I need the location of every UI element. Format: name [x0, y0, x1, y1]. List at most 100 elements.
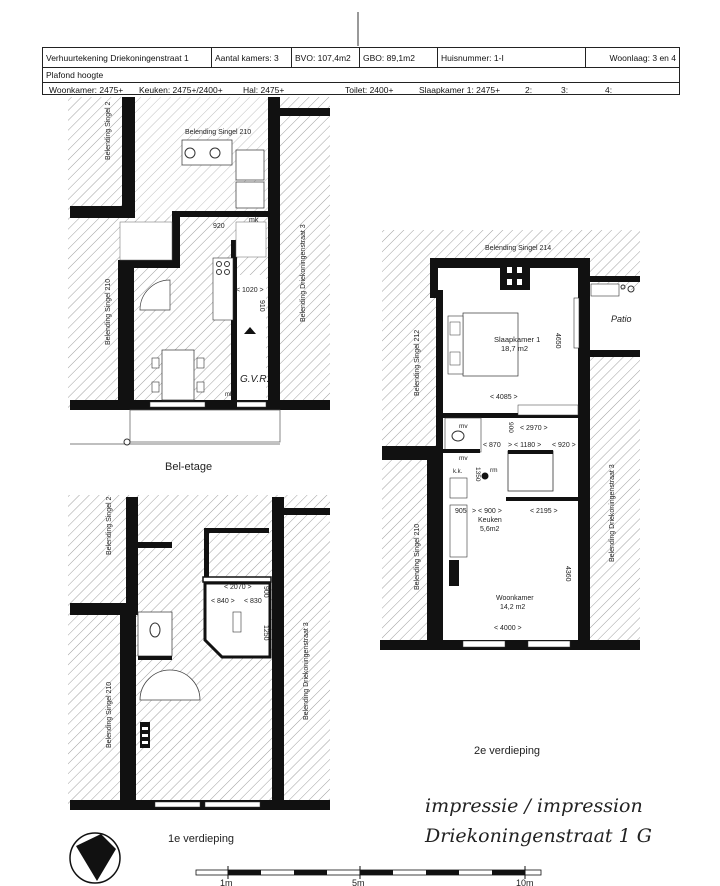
handwritten-note-line-1: impressie / impression	[425, 795, 643, 817]
entrance-arrow-icon	[244, 327, 256, 334]
bed	[462, 312, 519, 377]
bel-etage-plan: Belending Singel 210 Belending Singel 2 …	[68, 97, 330, 473]
dim-830: < 830	[244, 598, 262, 605]
ceiling-label-row: Plafond hoogte	[43, 68, 679, 82]
wall	[172, 211, 272, 217]
house-number: Huisnummer: 1-I	[437, 48, 585, 67]
north-arrow-icon	[69, 832, 121, 884]
dim-4000: < 4000 >	[494, 625, 522, 632]
kitchen-counter	[212, 257, 234, 321]
kk-label: k.k.	[453, 469, 463, 475]
neighbor-left-label: Belending Singel 210	[105, 279, 112, 345]
mv-label: mv	[459, 423, 468, 430]
ceiling-hal: Hal: 2475+	[243, 84, 285, 95]
ceiling-toilet: Toilet: 2400+	[345, 84, 394, 95]
smoke-detector-icon	[481, 472, 489, 480]
rm-label: rm	[490, 467, 498, 474]
info-table: Verhuurtekening Driekoningenstraat 1 Aan…	[42, 47, 680, 95]
neighbor-top-label: Belending Singel 210	[185, 129, 251, 136]
dim-920: < 920 >	[552, 442, 576, 449]
dim-2970: < 2970 >	[520, 425, 548, 432]
ceiling-k3: 3:	[561, 84, 569, 95]
kitchen-name: Keuken	[478, 517, 502, 524]
spiral-stair	[139, 669, 201, 701]
dim-905: 905	[455, 508, 467, 515]
living-area: 14,2 m2	[500, 604, 525, 611]
room-count: Aantal kamers: 3	[211, 48, 291, 67]
dim-870: < 870	[483, 442, 501, 449]
wall	[126, 497, 138, 607]
scale-bar: 1m 5m 10m	[195, 866, 542, 886]
ceiling-k4: 4:	[605, 84, 613, 95]
first-floor-plan: Belending Singel 2 Belending Singel 210 …	[68, 495, 330, 845]
first-floor-title: 1e verdieping	[168, 833, 234, 845]
wall	[284, 508, 330, 515]
neighbor-left-label: Belending Singel 210	[414, 524, 421, 590]
spiral-stair	[139, 279, 171, 311]
ceiling-label: Plafond hoogte	[46, 70, 104, 80]
wall	[118, 260, 134, 410]
mk-label: mk	[249, 217, 259, 224]
wall	[122, 97, 135, 212]
bvo: BVO: 107,4m2	[291, 48, 359, 67]
hatched-area	[68, 495, 330, 808]
neighbor-left-top-label: Belending Singel 212	[414, 330, 421, 396]
mv-label-2: mv	[459, 455, 468, 462]
ceiling-woonkamer: Woonkamer: 2475+	[49, 84, 124, 95]
dim-4360: 4360	[564, 566, 571, 582]
wall	[268, 97, 280, 410]
dim-1250: 1250	[262, 625, 269, 641]
ceiling-k2: 2:	[525, 84, 533, 95]
dim-900-vertical: 900	[507, 422, 514, 433]
neighbor-right-label: Belending Driekoningenstraat 3	[303, 622, 310, 720]
ceiling-slaapkamer1: Slaapkamer 1: 2475+	[419, 84, 501, 95]
neighbor-left-top-label: Belending Singel 2	[106, 497, 113, 555]
wall	[70, 206, 135, 218]
dim-2195: < 2195 >	[530, 508, 558, 515]
bedroom-area: 18,7 m2	[501, 344, 528, 353]
info-row-main: Verhuurtekening Driekoningenstraat 1 Aan…	[43, 48, 679, 68]
floor-level: Woonlaag: 3 en 4	[585, 48, 679, 67]
second-floor-plan: Belending Singel 214 Belending Singel 21…	[380, 230, 640, 757]
scale-label-1m: 1m	[220, 878, 233, 886]
dim-1350: 1350	[474, 467, 481, 482]
dim-900: > < 900 >	[472, 508, 502, 515]
ceiling-keuken: Keuken: 2475+/2400+	[139, 84, 223, 95]
second-floor-title: 2e verdieping	[474, 745, 540, 757]
mk-label-2: mk	[225, 392, 234, 398]
dim-910: 910	[258, 300, 265, 312]
kitchen-area: 5,6m2	[480, 526, 500, 533]
dim-840: < 840 >	[211, 598, 235, 605]
stove	[449, 477, 468, 499]
gvr-label: G.V.R.	[240, 374, 269, 385]
hall	[236, 275, 266, 400]
neighbor-top-label: Belending Singel 214	[485, 245, 551, 252]
wall	[118, 260, 178, 268]
scale-label-10m: 10m	[516, 878, 534, 886]
handwritten-note-line-2: Driekoningenstraat 1 G	[424, 825, 652, 847]
stair	[235, 221, 267, 258]
scale-label-5m: 5m	[352, 878, 365, 886]
dim-4650: 4650	[554, 333, 561, 349]
stair	[119, 221, 173, 261]
wall	[382, 446, 437, 460]
wall	[172, 212, 180, 268]
toilet	[137, 611, 173, 657]
kitchen-counter	[449, 504, 468, 558]
neighbor-right-label: Belending Driekoningenstraat 3	[609, 464, 616, 562]
neighbor-left-top-label: Belending Singel 2	[105, 102, 112, 160]
wall	[272, 497, 284, 805]
ceiling-row: Woonkamer: 2475+ Keuken: 2475+/2400+ Hal…	[43, 82, 679, 96]
dim-4085: < 4085 >	[490, 394, 518, 401]
gbo: GBO: 89,1m2	[359, 48, 437, 67]
wall	[280, 108, 330, 116]
neighbor-right-label: Belending Driekoningenstraat 3	[300, 224, 307, 322]
dim-920: 920	[213, 223, 225, 230]
front-steps	[129, 409, 281, 443]
bel-etage-title: Bel-etage	[165, 461, 212, 473]
living-name: Woonkamer	[496, 595, 534, 602]
dining-table	[161, 349, 195, 401]
neighbor-left-label: Belending Singel 210	[106, 682, 113, 748]
wall	[120, 610, 136, 805]
